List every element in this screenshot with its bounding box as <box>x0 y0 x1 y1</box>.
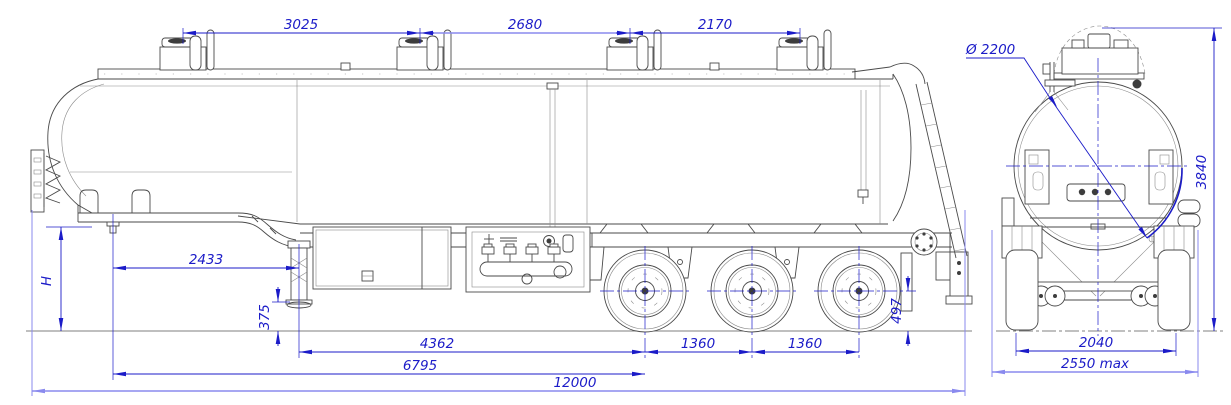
spring-coil <box>44 155 62 204</box>
dim-label-manhole-spacing-3: 2170 <box>698 17 732 33</box>
tank-saddle <box>599 223 649 234</box>
dim-label-kingpin-to-landing-gear: 2433 <box>189 252 223 268</box>
discharge-valves <box>481 243 561 255</box>
side-box-right <box>1148 149 1174 205</box>
drain-port <box>521 273 533 285</box>
dim-label-track-width: 2040 <box>1079 335 1113 351</box>
handrail <box>851 62 926 85</box>
dim-label-kingpin-to-first-axle: 6795 <box>403 358 437 374</box>
tire-right <box>1157 249 1191 331</box>
u-bracket <box>79 189 99 213</box>
dim-label-manhole-spacing-1: 3025 <box>284 17 318 33</box>
control-cabinet <box>465 226 591 293</box>
dim-label-manhole-spacing-2: 2680 <box>508 17 542 33</box>
dim-label-axle-spacing-2: 1360 <box>788 336 822 352</box>
dim-label-overall-height: 3840 <box>1194 155 1210 189</box>
fender-accessory <box>1177 199 1201 214</box>
highlighted-arc <box>1146 167 1183 239</box>
ladder-rear-projection <box>1034 62 1076 113</box>
manifold-pipe <box>479 261 573 277</box>
dim-label-axle-spacing-1: 1360 <box>681 336 715 352</box>
rear-axle-wheels <box>1001 225 1195 331</box>
side-view <box>26 29 973 333</box>
rear-ladder <box>851 62 968 259</box>
side-box-left <box>1024 149 1050 205</box>
rear-equipment <box>900 228 973 312</box>
rear-light <box>1132 79 1142 89</box>
dip-pipe <box>546 82 559 227</box>
dim-label-landing-gear-to-first-axle: 4362 <box>420 336 454 352</box>
rear-discharge-pipe <box>857 90 869 204</box>
tank-saddle <box>706 223 756 234</box>
dim-label-overall-length: 12000 <box>554 375 597 391</box>
sight-bottle <box>562 234 574 253</box>
walkway-fitting <box>709 62 720 71</box>
rear-lamp-panel <box>1066 183 1126 202</box>
rear-view <box>996 25 1224 336</box>
walkway-fitting <box>340 62 351 71</box>
bumper-bar <box>945 295 973 305</box>
top-cabinet <box>1053 25 1146 89</box>
pressure-gauge <box>553 265 567 279</box>
manhole-4 <box>776 29 832 71</box>
dim-leader-diameter <box>966 57 1051 99</box>
toolbox <box>312 226 452 290</box>
dim-label-wheel-radius: 497 <box>889 298 905 324</box>
dim-label-landing-gear-clearance: 375 <box>257 304 273 330</box>
gauge-dial <box>543 235 555 247</box>
lid-swing-arc <box>1053 25 1146 75</box>
weld-mark <box>251 215 259 223</box>
fender-accessory <box>1177 213 1201 228</box>
weld-mark <box>269 227 277 235</box>
dimensions-layer: 3025 2680 2170 2433 H 375 497 4362 13 <box>31 17 1222 396</box>
brand-logo <box>484 234 517 244</box>
dim-label-fifth-wheel-height: H <box>39 276 55 286</box>
manhole-2 <box>396 29 452 71</box>
dim-label-overall-width: 2550 max <box>1061 356 1130 372</box>
front-bumper <box>30 149 62 213</box>
manhole-1 <box>159 29 215 71</box>
tank-saddle <box>813 223 863 234</box>
manhole-3 <box>606 29 662 71</box>
gooseneck-platform <box>77 189 297 248</box>
dim-label-tank-diameter: Ø 2200 <box>965 42 1015 58</box>
tank-body <box>47 68 912 225</box>
side-guard-bracket <box>1001 197 1015 227</box>
tire-left <box>1005 249 1039 331</box>
u-bracket <box>131 189 151 213</box>
